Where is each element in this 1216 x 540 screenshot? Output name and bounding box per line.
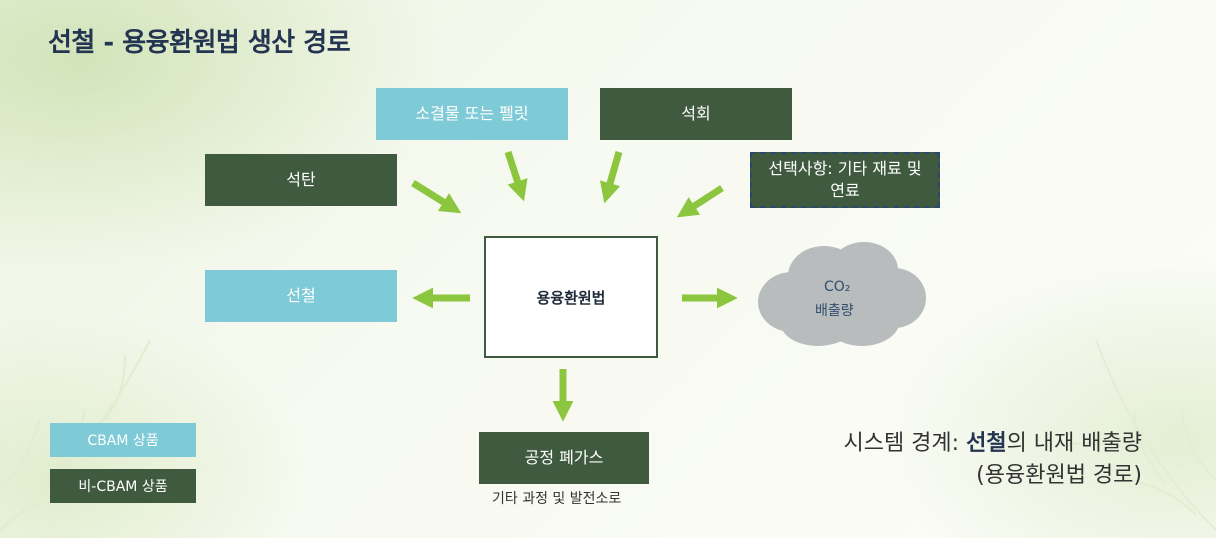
input-sinter-or-pellets: 소결물 또는 펠릿: [376, 88, 568, 140]
arrow-limestone-to-process: [599, 151, 623, 204]
boundary-prefix: 시스템 경계:: [843, 431, 967, 456]
system-boundary-text: 시스템 경계: 선철의 내재 배출량 (용융환원법 경로): [843, 428, 1142, 492]
legend-non-cbam-label: 비-CBAM 상품: [78, 479, 168, 495]
arrow-sinter-to-process: [504, 150, 528, 202]
input-limestone-label: 석회: [681, 104, 711, 123]
legend-non-cbam: 비-CBAM 상품: [50, 469, 196, 503]
output-pig-iron: 선철: [205, 270, 397, 322]
process-smelting-reduction: 용융환원법: [484, 236, 658, 358]
output-pig-iron-label: 선철: [286, 286, 316, 305]
legend-cbam: CBAM 상품: [50, 423, 196, 457]
waste-gas-caption: 기타 과정 및 발전소로: [492, 491, 622, 507]
system-boundary-line-2: (용융환원법 경로): [976, 463, 1142, 488]
page-title: 선철 - 용융환원법 생산 경로: [48, 28, 351, 58]
input-sinter-label: 소결물 또는 펠릿: [415, 104, 529, 123]
co2-label-2: 배출량: [815, 303, 854, 319]
legend-cbam-label: CBAM 상품: [87, 433, 159, 449]
arrow-optional-to-process: [676, 185, 724, 218]
input-optional-label: 선택사항: 기타 재료 및 연료: [768, 159, 922, 200]
input-coal: 석탄: [205, 154, 397, 206]
output-waste-gas: 공정 폐가스: [479, 432, 649, 484]
arrow-coal-to-process: [411, 180, 462, 214]
input-coal-label: 석탄: [286, 170, 316, 189]
boundary-suffix: 의 내재 배출량: [1006, 431, 1142, 456]
output-waste-gas-label: 공정 폐가스: [524, 448, 604, 467]
input-limestone: 석회: [600, 88, 792, 140]
co2-cloud-icon: [758, 242, 926, 346]
process-label: 용융환원법: [536, 288, 606, 307]
input-optional-materials: 선택사항: 기타 재료 및 연료: [750, 152, 940, 208]
system-boundary-line-1: 시스템 경계: 선철의 내재 배출량: [843, 428, 1142, 460]
boundary-bold-term: 선철: [966, 431, 1007, 456]
co2-label-1: CO₂: [824, 279, 851, 295]
